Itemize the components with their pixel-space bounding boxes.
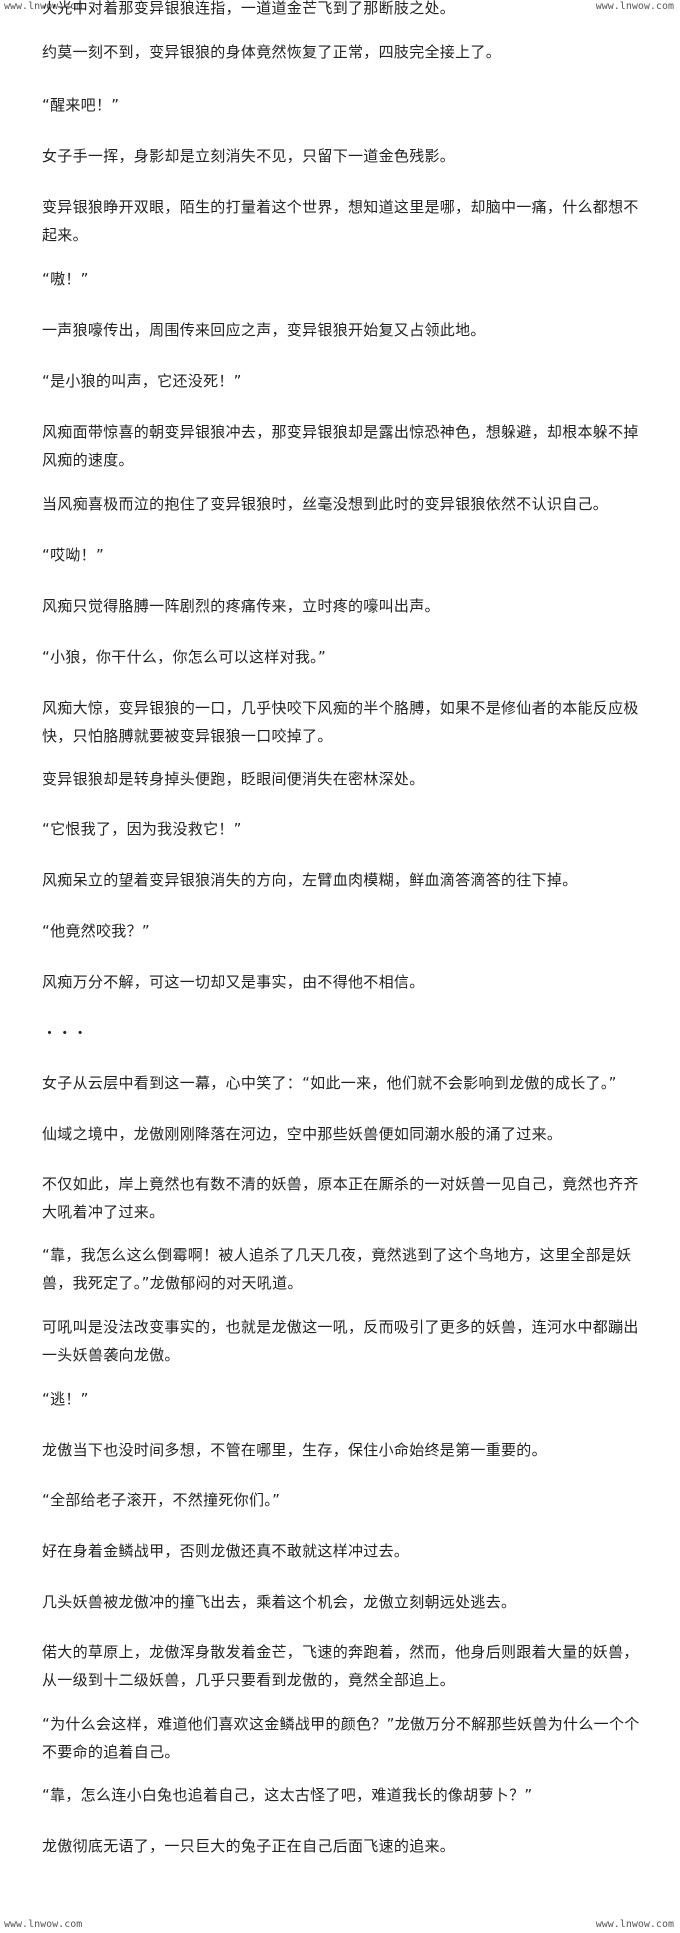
paragraph: 一声狼嚎传出，周围传来回应之声，变异银狼开始复又占领此地。 (42, 321, 486, 339)
paragraph: 风痴面带惊喜的朝变异银狼冲去，那变异银狼却是露出惊恐神色，想躲避，却根本躲不掉风… (42, 423, 639, 469)
section-separator: ・・・ (42, 1024, 88, 1042)
paragraph: 风痴只觉得胳膊一阵剧烈的疼痛传来，立时疼的嚎叫出声。 (42, 597, 440, 615)
paragraph: “全部给老子滚开，不然撞死你们。” (42, 1491, 281, 1509)
paragraph: “他竟然咬我？” (42, 922, 150, 940)
paragraph: “嗷！” (42, 270, 89, 288)
watermark-bottom-right: www.lnwow.com (595, 1919, 674, 1930)
paragraph: 仙域之境中，龙傲刚刚降落在河边，空中那些妖兽便如同潮水般的涌了过来。 (42, 1125, 563, 1143)
paragraph: 龙傲当下也没时间多想，不管在哪里，生存，保住小命始终是第一重要的。 (42, 1441, 547, 1459)
paragraph: “靠，我怎么这么倒霉啊！被人追杀了几天几夜，竟然逃到了这个鸟地方，这里全部是妖兽… (42, 1246, 632, 1292)
paragraph: 约莫一刻不到，变异银狼的身体竟然恢复了正常，四肢完全接上了。 (42, 43, 502, 61)
paragraph: “哎呦！” (42, 546, 105, 564)
paragraph: 风痴呆立的望着变异银狼消失的方向，左臂血肉模糊，鲜血滴答滴答的往下掉。 (42, 871, 578, 889)
paragraph: 偌大的草原上，龙傲浑身散发着金芒，飞速的奔跑着，然而，他身后则跟着大量的妖兽，从… (42, 1643, 639, 1689)
paragraph: 女子手一挥，身影却是立刻消失不见，只留下一道金色残影。 (42, 147, 456, 165)
paragraph: “是小狼的叫声，它还没死！” (42, 372, 242, 390)
paragraph: 风痴大惊，变异银狼的一口，几乎快咬下风痴的半个胳膊，如果不是修仙者的本能反应极快… (42, 699, 639, 745)
paragraph: 好在身着金鳞战甲，否则龙傲还真不敢就这样冲过去。 (42, 1542, 410, 1560)
watermark-top-left: www.lnwow.com (4, 1, 83, 12)
paragraph: “为什么会这样，难道他们喜欢这金鳞战甲的颜色？”龙傲万分不解那些妖兽为什么一个个… (42, 1715, 640, 1761)
paragraph: 可吼叫是没法改变事实的，也就是龙傲这一吼，反而吸引了更多的妖兽，连河水中都蹦出一… (42, 1318, 639, 1364)
paragraph: “它恨我了，因为我没救它！” (42, 820, 242, 838)
watermark-top-right: www.lnwow.com (595, 1, 674, 12)
paragraph: 当风痴喜极而泣的抱住了变异银狼时，丝毫没想到此时的变异银狼依然不认识自己。 (42, 495, 609, 513)
paragraph: 变异银狼却是转身掉头便跑，眨眼间便消失在密林深处。 (42, 770, 425, 788)
paragraph: “靠，怎么连小白兔也追着自己，这太古怪了吧，难道我长的像胡萝卜？” (42, 1786, 533, 1804)
paragraph: 几头妖兽被龙傲冲的撞飞出去，乘着这个机会，龙傲立刻朝远处逃去。 (42, 1593, 517, 1611)
paragraph: “醒来吧！” (42, 96, 120, 114)
paragraph: 变异银狼睁开双眼，陌生的打量着这个世界，想知道这里是哪，却脑中一痛，什么都想不起… (42, 198, 639, 244)
watermark-bottom-left: www.lnwow.com (4, 1919, 83, 1930)
paragraph: 火光中对着那变异银狼连指，一道道金芒飞到了那断肢之处。 (42, 0, 456, 17)
paragraph: 龙傲彻底无语了，一只巨大的兔子正在自己后面飞速的追来。 (42, 1837, 456, 1855)
paragraph: 女子从云层中看到这一幕，心中笑了：“如此一来，他们就不会影响到龙傲的成长了。” (42, 1074, 617, 1092)
paragraph: 不仅如此，岸上竟然也有数不清的妖兽，原本正在厮杀的一对妖兽一见自己，竟然也齐齐大… (42, 1175, 639, 1221)
paragraph: 风痴万分不解，可这一切却又是事实，由不得他不相信。 (42, 973, 425, 991)
paragraph: “小狼，你干什么，你怎么可以这样对我。” (42, 648, 327, 666)
paragraph: “逃！” (42, 1390, 89, 1408)
